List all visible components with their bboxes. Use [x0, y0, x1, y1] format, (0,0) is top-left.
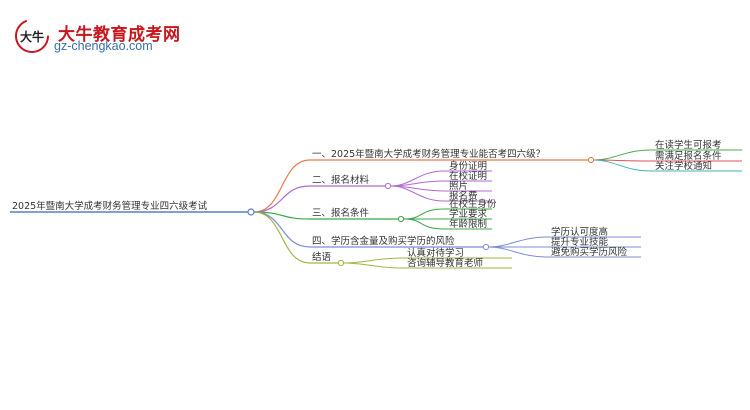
root-node: 2025年暨南大学成考财务管理专业四六级考试: [12, 200, 208, 212]
branch-3-joint: [397, 215, 405, 223]
branch-4-label: 四、学历含金量及购买学历的风险: [312, 235, 455, 247]
branch-1-child-3: 关注学校通知: [655, 160, 712, 172]
root-joint: [247, 208, 255, 216]
logo-title: 大牛教育成考网: [58, 25, 181, 45]
branch-3-child-2: 学业要求: [449, 208, 488, 220]
site-logo[interactable]: 大牛 大牛教育成考网 gz-chengkao.com: [14, 18, 214, 58]
logo-mark-text: 大牛: [20, 29, 44, 44]
branch-1-child-1: 在读学生可报考: [655, 139, 722, 151]
logo-url: gz-chengkao.com: [54, 39, 153, 53]
root-to-branch-1-edge: [253, 159, 311, 213]
branch-5-label: 结语: [312, 251, 332, 263]
branch-2-child-4-edge: [390, 185, 445, 202]
logo-mark-icon: 大牛: [15, 19, 49, 53]
branch-1-joint: [587, 156, 595, 164]
root-to-branch-4-edge: [253, 211, 311, 248]
branch-4-child-1-edge: [488, 236, 547, 248]
branch-5-child-2: 咨询辅导教育老师: [407, 257, 483, 269]
branch-3-child-3: 年龄限制: [449, 218, 487, 230]
branch-5-child-2-edge: [343, 262, 403, 269]
branch-4-child-3: 避免购买学历风险: [551, 246, 628, 258]
branch-3-child-1: 在校生身份: [449, 198, 497, 210]
branch-1-child-1-edge: [593, 149, 651, 161]
branch-2-child-1-edge: [390, 170, 445, 187]
root-to-branch-2-edge: [253, 185, 311, 213]
branch-2-joint: [384, 182, 392, 190]
branch-2-child-4: 报名费: [449, 190, 478, 202]
root-to-branch-3-edge: [253, 211, 311, 220]
branch-5-child-1-edge: [343, 257, 403, 264]
root-to-branch-5-edge: [253, 211, 311, 264]
branch-3-child-1-edge: [403, 208, 445, 220]
branch-4-joint: [482, 243, 490, 251]
branch-5-joint: [337, 259, 345, 267]
branch-2-child-3: 照片: [449, 180, 468, 192]
branch-3-child-3-edge: [403, 218, 445, 230]
branch-2-label: 二、报名材料: [312, 174, 370, 186]
branch-4-child-1: 学历认可度高: [551, 226, 608, 238]
branch-2-child-2: 在校证明: [449, 170, 487, 182]
branch-4-child-2: 提升专业技能: [551, 236, 609, 248]
branch-5-child-1: 认真对待学习: [407, 247, 464, 259]
branch-2-child-2-edge: [390, 180, 445, 187]
branch-1-child-3-edge: [593, 159, 651, 172]
branch-3-label: 三、报名条件: [312, 207, 370, 219]
branch-2-child-1: 身份证明: [449, 160, 487, 172]
branch-1-child-2: 需满足报名条件: [655, 150, 722, 162]
branch-1-label: 一、2025年暨南大学成考财务管理专业能否考四六级？: [312, 148, 545, 160]
branch-4-child-3-edge: [488, 246, 547, 258]
